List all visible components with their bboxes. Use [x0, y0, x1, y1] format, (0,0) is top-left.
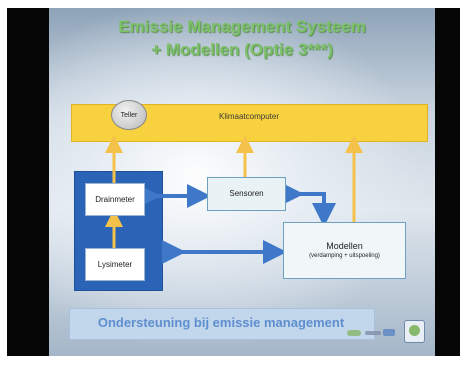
- blue-arrows: [137, 182, 336, 264]
- lysimeter-node: Lysimeter: [85, 248, 145, 281]
- drainmeter-label: Drainmeter: [95, 194, 135, 204]
- slide-title-line1: Emissie Management Systeem: [118, 17, 366, 36]
- modellen-label: Modellen: [326, 240, 363, 251]
- modellen-sublabel: (verdamping + uitspoeling): [309, 253, 380, 260]
- video-screen: Emissie Management Systeem + Modellen (O…: [7, 8, 460, 356]
- modellen-node: Modellen (verdamping + uitspoeling): [283, 222, 406, 279]
- sensoren-node: Sensoren: [207, 177, 286, 211]
- diagram-connectors: [105, 135, 363, 264]
- sensoren-label: Sensoren: [229, 189, 264, 199]
- partner-logos-icon: [347, 326, 397, 340]
- plant-logo-icon: [404, 320, 425, 343]
- teller-node: Teller: [111, 100, 147, 130]
- lysimeter-label: Lysimeter: [97, 259, 133, 269]
- teller-label: Teller: [120, 111, 138, 119]
- drainmeter-node: Drainmeter: [85, 183, 145, 216]
- slide-title-line2: + Modellen (Optie 3***): [151, 40, 333, 59]
- arrow-sensoren-modellen: [280, 182, 336, 227]
- yellow-arrows: [105, 135, 363, 248]
- footer-banner: [69, 308, 375, 340]
- presentation-slide: Emissie Management Systeem + Modellen (O…: [49, 8, 435, 356]
- klimaatcomputer-label: Klimaatcomputer: [218, 112, 280, 121]
- footer-text: Ondersteuning bij emissie management: [97, 315, 345, 330]
